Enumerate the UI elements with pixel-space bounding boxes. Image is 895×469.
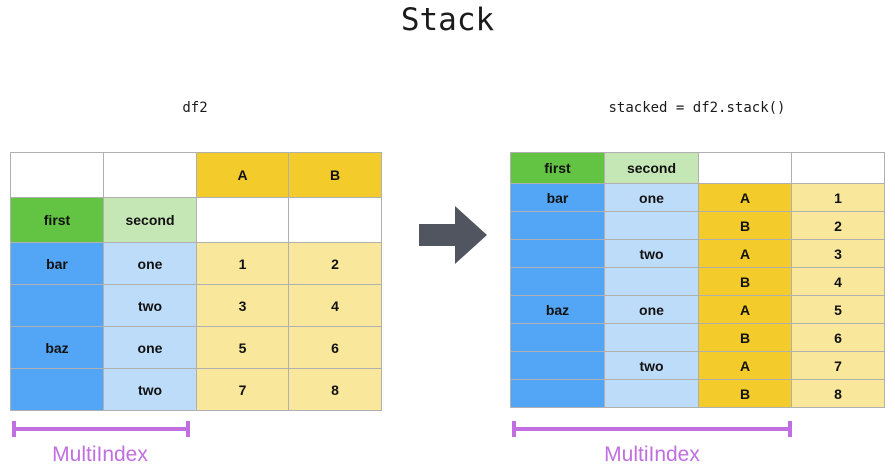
table-row: bar one A 1 [510, 183, 885, 212]
cell-first: bar [510, 183, 605, 212]
bracket-cap-right [186, 421, 190, 437]
multiindex-label-right: MultiIndex [604, 443, 700, 466]
cell-value: 2 [791, 211, 885, 240]
cell-level: B [698, 211, 792, 240]
index-name-first: first [510, 152, 605, 184]
page-title: Stack [400, 2, 495, 38]
table-row-index-names: first second [510, 152, 885, 184]
stacked-table: first second bar one A 1 B 2 two A 3 B [510, 152, 885, 408]
left-table-caption: df2 [182, 100, 208, 116]
df2-table: A B first second bar one 1 2 two 3 4 baz… [10, 152, 382, 411]
cell-first [510, 351, 605, 380]
cell-value: 3 [791, 239, 885, 268]
cell-second: one [103, 242, 197, 285]
cell-value: 8 [791, 379, 885, 408]
cell-value-a: 1 [196, 242, 289, 285]
cell-first [510, 379, 605, 408]
cell-value-b: 6 [288, 326, 382, 369]
multiindex-bracket-left [12, 421, 190, 437]
cell-first [510, 239, 605, 268]
cell-first: baz [510, 295, 605, 324]
index-name-first: first [10, 197, 104, 243]
cell-value: 6 [791, 323, 885, 352]
table-row-index-names: first second [10, 197, 382, 243]
bracket-cap-right [788, 421, 792, 437]
table-row: B 4 [510, 267, 885, 296]
cell-level: A [698, 239, 792, 268]
cell-level: A [698, 351, 792, 380]
cell-second [604, 267, 699, 296]
table-row: B 2 [510, 211, 885, 240]
cell-blank-2 [791, 152, 885, 184]
cell-first: bar [10, 242, 104, 285]
cell-value-a: 7 [196, 368, 289, 411]
cell-value-a: 5 [196, 326, 289, 369]
bracket-cap-left [12, 421, 16, 437]
cell-value: 5 [791, 295, 885, 324]
index-name-second: second [604, 152, 699, 184]
table-row: two 3 4 [10, 284, 382, 327]
cell-first [510, 267, 605, 296]
table-row: B 6 [510, 323, 885, 352]
cell-second: two [604, 239, 699, 268]
cell-first [10, 368, 104, 411]
cell-blank-1 [698, 152, 792, 184]
cell-level: B [698, 267, 792, 296]
cell-value-b: 4 [288, 284, 382, 327]
cell-blank-4 [288, 197, 382, 243]
cell-value: 4 [791, 267, 885, 296]
table-row: two 7 8 [10, 368, 382, 411]
cell-second: one [103, 326, 197, 369]
cell-value: 7 [791, 351, 885, 380]
cell-blank-2 [103, 152, 197, 198]
multiindex-bracket-right [512, 421, 792, 437]
cell-first [10, 284, 104, 327]
bracket-bar [512, 427, 792, 431]
index-name-second: second [103, 197, 197, 243]
cell-level: A [698, 295, 792, 324]
cell-first: baz [10, 326, 104, 369]
cell-value-b: 2 [288, 242, 382, 285]
right-arrow-icon [419, 204, 489, 266]
cell-first [510, 323, 605, 352]
cell-second: one [604, 295, 699, 324]
cell-level: B [698, 323, 792, 352]
cell-value-a: 3 [196, 284, 289, 327]
cell-second: two [604, 351, 699, 380]
bracket-bar [12, 427, 190, 431]
table-row: B 8 [510, 379, 885, 408]
cell-value: 1 [791, 183, 885, 212]
column-header-b: B [288, 152, 382, 198]
right-table-caption: stacked = df2.stack() [608, 100, 786, 116]
table-row: baz one A 5 [510, 295, 885, 324]
column-header-a: A [196, 152, 289, 198]
table-row: baz one 5 6 [10, 326, 382, 369]
cell-level: A [698, 183, 792, 212]
table-row: two A 7 [510, 351, 885, 380]
cell-second [604, 379, 699, 408]
table-row: two A 3 [510, 239, 885, 268]
cell-level: B [698, 379, 792, 408]
table-row-column-header: A B [10, 152, 382, 198]
cell-second [604, 211, 699, 240]
table-row: bar one 1 2 [10, 242, 382, 285]
cell-first [510, 211, 605, 240]
cell-second: two [103, 368, 197, 411]
cell-blank-1 [10, 152, 104, 198]
bracket-cap-left [512, 421, 516, 437]
cell-second [604, 323, 699, 352]
cell-blank-3 [196, 197, 289, 243]
cell-value-b: 8 [288, 368, 382, 411]
cell-second: one [604, 183, 699, 212]
cell-second: two [103, 284, 197, 327]
multiindex-label-left: MultiIndex [52, 443, 148, 466]
